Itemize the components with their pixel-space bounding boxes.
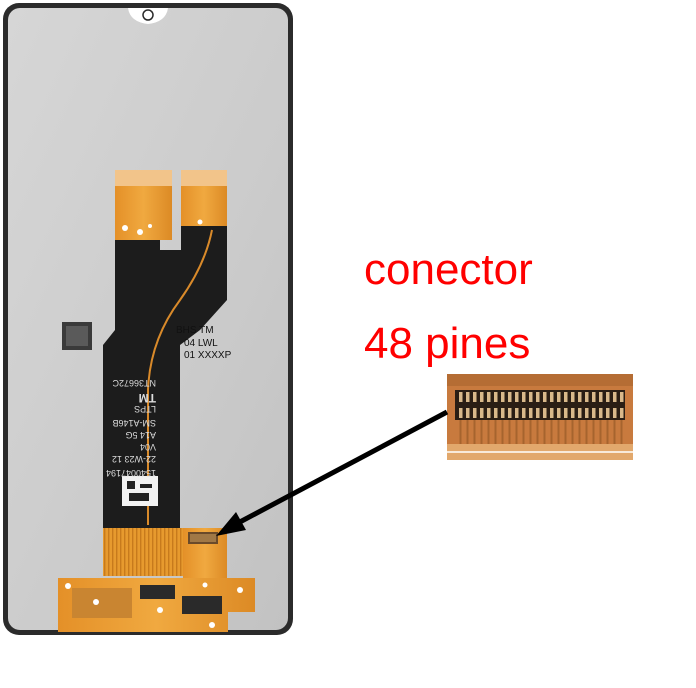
pointer-arrow bbox=[216, 409, 449, 536]
connector-trace bbox=[466, 420, 469, 444]
connector-trace bbox=[571, 420, 574, 444]
connector-trace bbox=[459, 420, 462, 444]
connector-pin bbox=[529, 408, 533, 418]
connector-pin bbox=[473, 408, 477, 418]
connector-pin bbox=[515, 392, 519, 402]
connector-pin bbox=[585, 392, 589, 402]
connector-pin bbox=[564, 408, 568, 418]
connector-pin bbox=[459, 392, 463, 402]
connector-closeup bbox=[447, 374, 633, 460]
connector-pin bbox=[515, 408, 519, 418]
connector-pin bbox=[571, 392, 575, 402]
connector-pin bbox=[466, 392, 470, 402]
flex-print-line: 22-W23 12 bbox=[112, 454, 156, 464]
flex-print-line: NT36672C bbox=[112, 378, 156, 388]
connector-pin bbox=[543, 408, 547, 418]
flex-print: BHS TM 04 LWL 01 XXXXP bbox=[176, 325, 232, 361]
flex-top-pads bbox=[115, 170, 227, 240]
connector-pin bbox=[550, 408, 554, 418]
annotation-line-1: conector bbox=[364, 245, 533, 294]
connector-trace bbox=[536, 420, 539, 444]
connector-pin bbox=[473, 392, 477, 402]
connector-pin bbox=[564, 392, 568, 402]
connector-pin bbox=[480, 408, 484, 418]
connector-pin bbox=[543, 392, 547, 402]
connector-pin bbox=[599, 392, 603, 402]
connector-pin bbox=[522, 392, 526, 402]
flex-print-line: 01 XXXXP bbox=[184, 350, 232, 361]
connector-pins bbox=[459, 392, 624, 444]
connector-trace bbox=[508, 420, 511, 444]
connector-trace bbox=[501, 420, 504, 444]
flex-print-line: 04 LWL bbox=[184, 338, 218, 349]
connector-pin bbox=[494, 392, 498, 402]
flex-print-line: A14 5G bbox=[125, 430, 156, 440]
connector-pin bbox=[459, 408, 463, 418]
connector-pin bbox=[501, 392, 505, 402]
connector-trace bbox=[613, 420, 616, 444]
connector-pin bbox=[522, 408, 526, 418]
connector-pin bbox=[620, 392, 624, 402]
connector-trace bbox=[620, 420, 623, 444]
flex-print-line: BHS TM bbox=[176, 325, 214, 336]
connector-pin bbox=[508, 408, 512, 418]
connector-trace bbox=[473, 420, 476, 444]
connector-pin bbox=[578, 392, 582, 402]
flex-print-line: 1540047194 bbox=[106, 468, 156, 478]
connector-pin bbox=[501, 408, 505, 418]
flex-print-line: LTPS bbox=[134, 404, 156, 414]
connector-pin bbox=[585, 408, 589, 418]
flex-print-rotated: NT36672C TM LTPS SM-A146B A14 5G V04 22-… bbox=[106, 378, 156, 478]
connector-pin bbox=[508, 392, 512, 402]
connector-trace bbox=[557, 420, 560, 444]
connector-trace bbox=[515, 420, 518, 444]
connector-pin bbox=[620, 408, 624, 418]
connector-trace bbox=[564, 420, 567, 444]
connector-pin bbox=[599, 408, 603, 418]
connector-trace bbox=[480, 420, 483, 444]
connector-pin bbox=[592, 408, 596, 418]
connector-pin bbox=[536, 408, 540, 418]
connector-trace bbox=[606, 420, 609, 444]
connector-pin bbox=[466, 408, 470, 418]
connector-trace bbox=[599, 420, 602, 444]
flex-cable bbox=[62, 226, 227, 528]
connector-pin bbox=[557, 408, 561, 418]
connector-trace bbox=[585, 420, 588, 444]
annotation-line-2: 48 pines bbox=[364, 319, 531, 368]
connector-trace bbox=[529, 420, 532, 444]
connector-pin bbox=[613, 408, 617, 418]
flex-bottom bbox=[58, 528, 255, 632]
connector-pin bbox=[571, 408, 575, 418]
connector-trace bbox=[578, 420, 581, 444]
connector-pin bbox=[536, 392, 540, 402]
connector-trace bbox=[543, 420, 546, 444]
connector-trace bbox=[592, 420, 595, 444]
connector-pin bbox=[480, 392, 484, 402]
connector-trace bbox=[494, 420, 497, 444]
connector-pin bbox=[487, 408, 491, 418]
connector-pin bbox=[606, 408, 610, 418]
connector-trace bbox=[487, 420, 490, 444]
camera-hole-icon bbox=[142, 9, 154, 21]
connector-pin bbox=[592, 392, 596, 402]
connector-pin bbox=[557, 392, 561, 402]
connector-pin bbox=[487, 392, 491, 402]
flex-print-line: SM-A146B bbox=[112, 418, 156, 428]
connector-pin bbox=[550, 392, 554, 402]
connector-pin bbox=[578, 408, 582, 418]
connector-pin bbox=[529, 392, 533, 402]
flex-print-line: TM bbox=[139, 391, 156, 405]
flex-print-line: V04 bbox=[140, 442, 156, 452]
connector-pin bbox=[606, 392, 610, 402]
connector-pin bbox=[613, 392, 617, 402]
connector-trace bbox=[522, 420, 525, 444]
connector-pin bbox=[494, 408, 498, 418]
connector-trace bbox=[550, 420, 553, 444]
